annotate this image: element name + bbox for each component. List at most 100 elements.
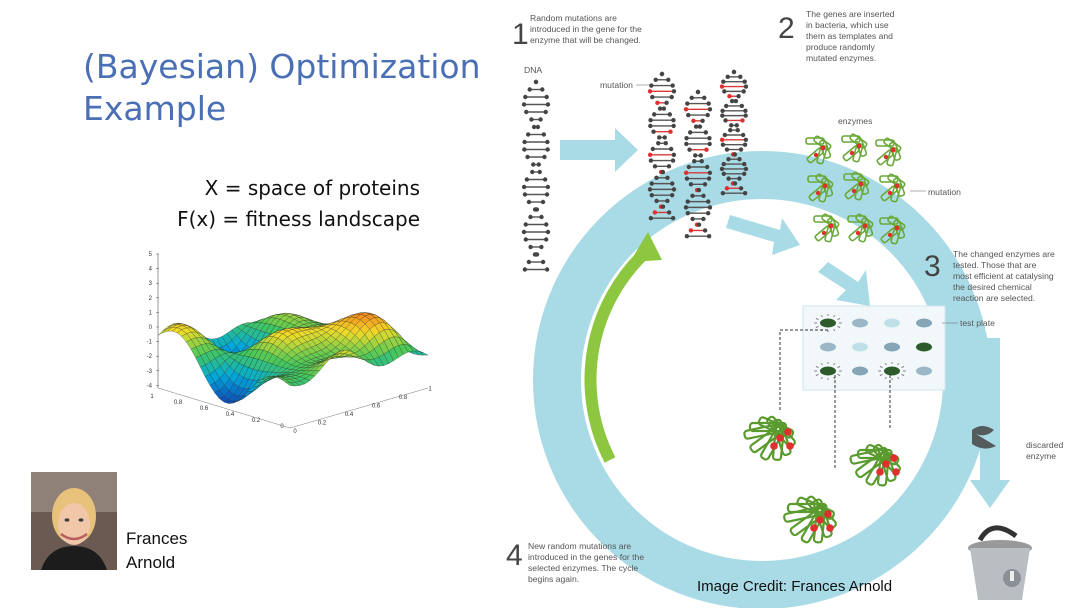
enzyme [842,133,867,162]
directed-evolution-diagram: 1 Random mutations are introduced in the… [490,0,1080,608]
dna-base [669,147,673,151]
mutation-dot [850,151,854,155]
dna-base [527,200,531,204]
mutation-dot [857,144,862,149]
dna-base [523,192,527,196]
surface-patch [158,328,168,335]
dna-base [530,170,534,174]
dna-base [523,95,527,99]
dna-base [546,102,550,106]
selected-enzyme [784,495,837,543]
dna-base [707,136,711,140]
dna-base [744,138,748,142]
dna-base [741,133,745,137]
dna-base [689,228,693,232]
dna-base [708,171,712,175]
dna-base [684,142,688,146]
step3-line: reaction are selected. [953,293,1035,303]
dna-base [690,217,694,221]
dna-base [733,152,737,156]
enzyme [814,213,839,242]
mutation-dot [770,442,778,450]
dna-base [544,222,548,226]
mutation-dot [888,233,892,237]
step3-number: 3 [924,250,941,283]
x-tick-label: 0.4 [226,412,235,418]
mutation-dot [856,231,860,235]
dna-base [528,87,532,91]
dna-base [527,260,531,264]
dna-base [650,95,654,99]
dna-base [546,230,550,234]
dna-base [697,188,701,192]
dna-base [685,176,689,180]
dna-base [744,84,748,88]
z-tick-label: -4 [147,383,153,389]
dna-base [728,128,732,132]
dna-base [654,199,658,203]
test-plate-label: test plate [960,318,995,328]
dna-base [670,95,674,99]
dna-base [522,147,526,151]
y-tick-label: 0.6 [372,404,381,410]
dna-base [648,187,652,191]
dna-base [738,75,742,79]
discarded-label-1: discarded [1026,440,1063,450]
y-tick-label: 0.4 [345,412,354,418]
dna-base [664,141,668,145]
dna-base [648,118,652,122]
dna-base [652,112,656,116]
selected-enzyme [850,444,901,486]
dna-base [522,185,526,189]
mutation-dot [784,428,792,436]
y-tick-labels: 00.20.40.60.81 [293,387,432,436]
dna-base [686,211,690,215]
plate-well [916,319,932,328]
dna-base [531,162,535,166]
dna-base [727,94,731,98]
step3-line: The changed enzymes are [953,249,1055,259]
dna-base [707,176,711,180]
dna-base [740,104,744,108]
y-tick-label: 0.2 [318,421,327,427]
dna-base [665,176,669,180]
dna-base [725,186,729,190]
z-tick-label: 5 [149,252,153,258]
mutation-dot [895,226,900,231]
dna-base [720,138,724,142]
dna-base [704,147,708,151]
dna-base [733,181,737,185]
dna-base [522,230,526,234]
mutation-label: mutation [600,80,633,90]
dna-base [736,94,740,98]
step3-text: The changed enzymes are tested. Those th… [953,249,1057,303]
dna-base [664,101,668,105]
dna-base [523,267,527,271]
dna-base [742,162,746,166]
dna-base [663,135,667,139]
step2-number: 2 [778,12,795,45]
mutation-dot [816,191,820,195]
z-tick-label: -3 [147,369,153,375]
dna-base [743,142,747,146]
dna-base [535,252,539,256]
dna-base [651,129,655,133]
to-enzymes-arrow [726,215,800,255]
dna-base [694,124,698,128]
dna-base [526,132,530,136]
y-tick-label: 0 [293,429,297,435]
x-tick-label: 0 [280,424,284,430]
dna-base [542,132,546,136]
dna-base [532,125,536,129]
dna-base [720,84,724,88]
z-tick-label: -1 [147,340,153,346]
mutation-dot [882,460,890,468]
dna-base [701,217,705,221]
mutation-dot [829,224,834,229]
x-tick-labels: 10.80.60.40.20 [150,394,284,430]
dna-base [670,193,674,197]
dna-base [649,158,653,162]
mutation-dot [890,454,898,462]
dna-base [672,153,676,157]
dna-base [706,101,710,105]
